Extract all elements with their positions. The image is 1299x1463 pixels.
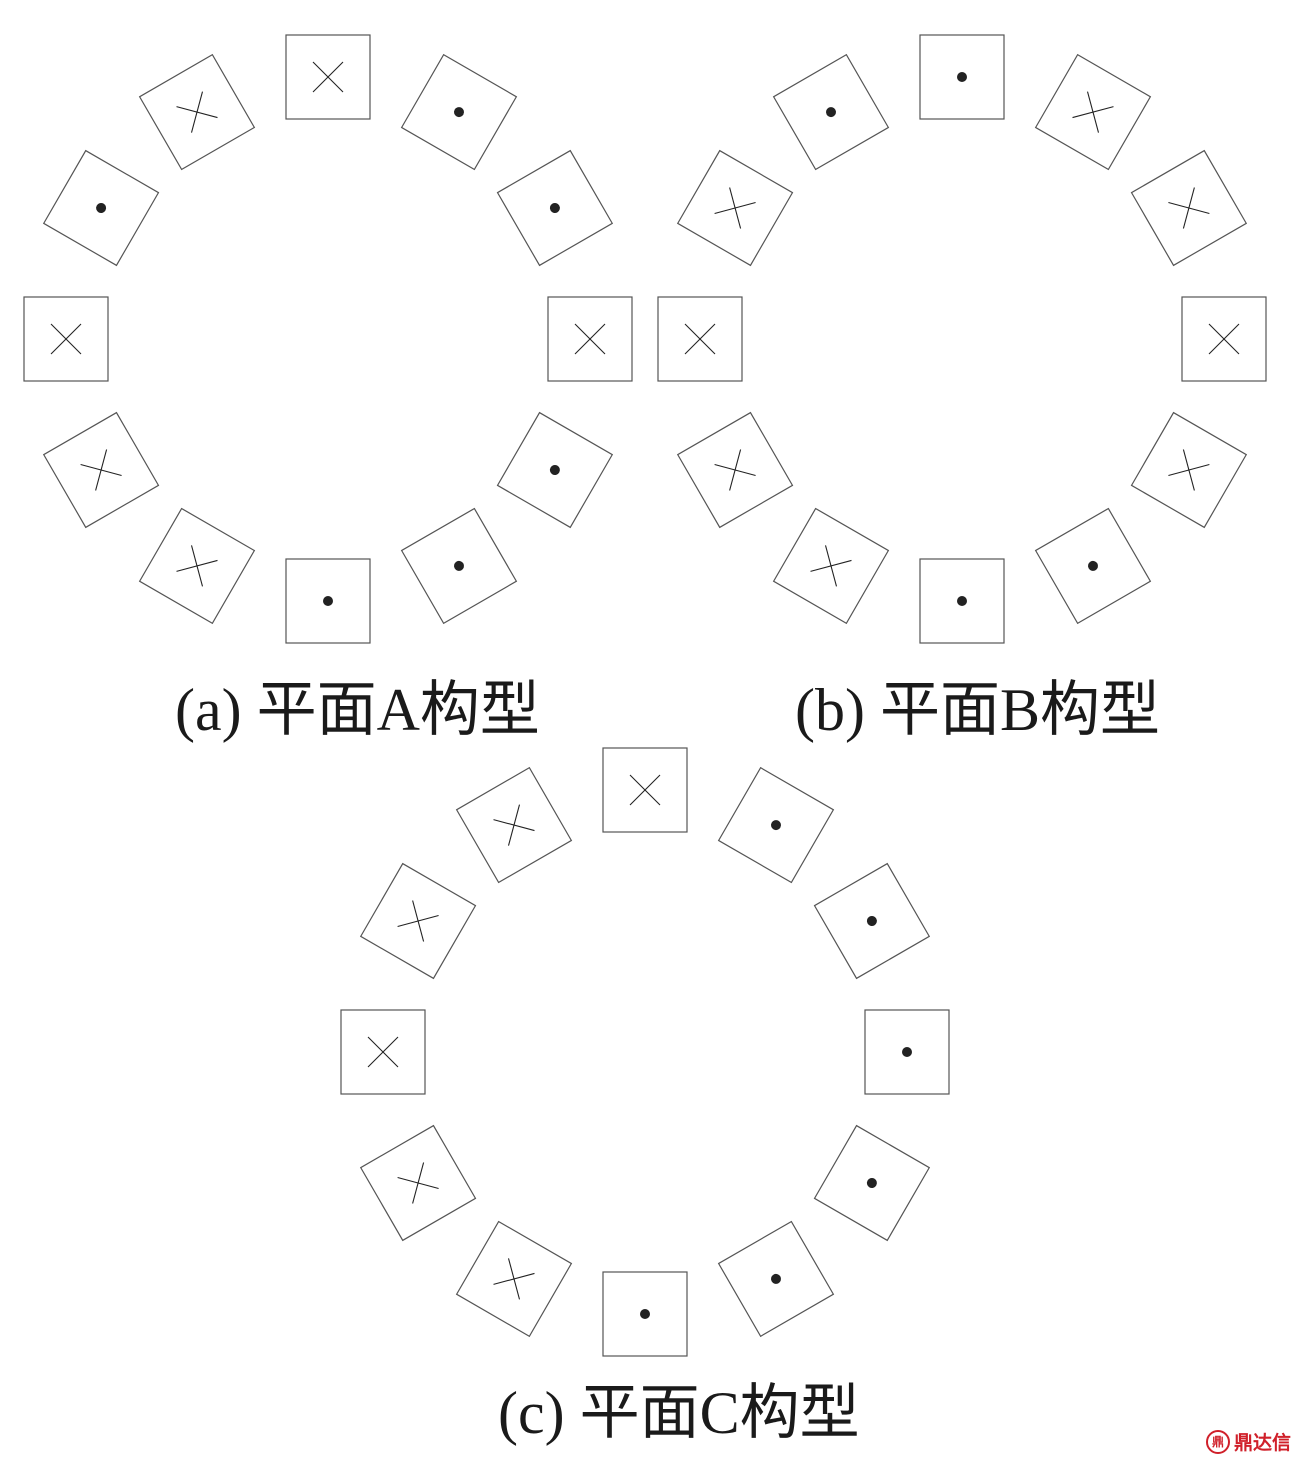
current-in-cross-icon (367, 1036, 399, 1068)
coil-c-8 (455, 1220, 573, 1338)
watermark: 鼎 鼎达信 (1205, 1428, 1291, 1455)
current-out-dot-icon (902, 1047, 912, 1057)
current-in-cross-icon (176, 91, 218, 133)
current-out-dot-icon (957, 596, 967, 606)
current-in-cross-icon (684, 323, 716, 355)
coil-b-5 (1130, 411, 1248, 529)
coil-c-3 (813, 862, 931, 980)
current-in-cross-icon (574, 323, 606, 355)
coil-a-1 (285, 34, 371, 120)
current-in-cross-icon (1208, 323, 1240, 355)
coil-b-8 (772, 507, 890, 625)
coil-a-6 (400, 507, 518, 625)
current-out-dot-icon (323, 596, 333, 606)
coil-b-7 (919, 558, 1005, 644)
current-out-dot-icon (771, 820, 781, 831)
coil-c-1 (602, 747, 688, 833)
coil-a-8 (138, 507, 256, 625)
caption-configuration-b: (b) 平面B构型 (795, 677, 1160, 743)
watermark-logo-icon: 鼎 (1205, 1429, 1230, 1454)
current-in-cross-icon (397, 1162, 439, 1204)
configuration-a-ring (23, 34, 633, 644)
current-out-dot-icon (640, 1309, 650, 1319)
coil-b-11 (676, 149, 794, 267)
current-in-cross-icon (714, 449, 756, 491)
current-out-dot-icon (1088, 560, 1098, 571)
coil-b-10 (657, 296, 743, 382)
current-in-cross-icon (312, 61, 344, 93)
current-in-cross-icon (1168, 449, 1210, 491)
coil-b-6 (1034, 507, 1152, 625)
current-out-dot-icon (549, 465, 560, 475)
current-out-dot-icon (549, 203, 560, 213)
current-in-cross-icon (493, 804, 535, 846)
coil-a-3 (496, 149, 614, 267)
current-in-cross-icon (50, 323, 82, 355)
coil-c-11 (359, 862, 477, 980)
coil-b-3 (1130, 149, 1248, 267)
coil-c-7 (602, 1271, 688, 1357)
coil-c-6 (717, 1220, 835, 1338)
caption-configuration-a: (a) 平面A构型 (175, 677, 540, 743)
coil-a-5 (496, 411, 614, 529)
coil-c-2 (717, 766, 835, 884)
current-in-cross-icon (397, 900, 439, 942)
current-out-dot-icon (454, 107, 464, 118)
coil-a-12 (138, 53, 256, 171)
current-out-dot-icon (957, 72, 967, 82)
current-out-dot-icon (866, 1178, 877, 1188)
coil-b-4 (1181, 296, 1267, 382)
coil-a-11 (42, 149, 160, 267)
coil-a-9 (42, 411, 160, 529)
current-in-cross-icon (810, 545, 852, 587)
current-out-dot-icon (771, 1273, 781, 1284)
coil-frame (919, 34, 1005, 120)
current-out-dot-icon (826, 107, 836, 118)
current-in-cross-icon (1072, 91, 1114, 133)
caption-configuration-c: (c) 平面C构型 (498, 1380, 860, 1446)
current-in-cross-icon (629, 774, 661, 806)
current-out-dot-icon (866, 916, 877, 926)
configuration-c-ring (340, 747, 950, 1357)
current-out-dot-icon (96, 203, 107, 213)
coil-b-1 (919, 34, 1005, 120)
coil-c-12 (455, 766, 573, 884)
current-out-dot-icon (454, 560, 464, 571)
current-in-cross-icon (80, 449, 122, 491)
current-in-cross-icon (1168, 187, 1210, 229)
watermark-text: 鼎达信 (1233, 1432, 1291, 1454)
coil-b-12 (772, 53, 890, 171)
coil-c-4 (864, 1009, 950, 1095)
coil-a-7 (285, 558, 371, 644)
coil-c-5 (813, 1124, 931, 1242)
coil-c-9 (359, 1124, 477, 1242)
current-in-cross-icon (714, 187, 756, 229)
coil-b-2 (1034, 53, 1152, 171)
coil-a-4 (547, 296, 633, 382)
current-in-cross-icon (176, 545, 218, 587)
coil-c-10 (340, 1009, 426, 1095)
coil-a-10 (23, 296, 109, 382)
configuration-b-ring (657, 34, 1267, 644)
current-in-cross-icon (493, 1258, 535, 1300)
coil-b-9 (676, 411, 794, 529)
coil-a-2 (400, 53, 518, 171)
